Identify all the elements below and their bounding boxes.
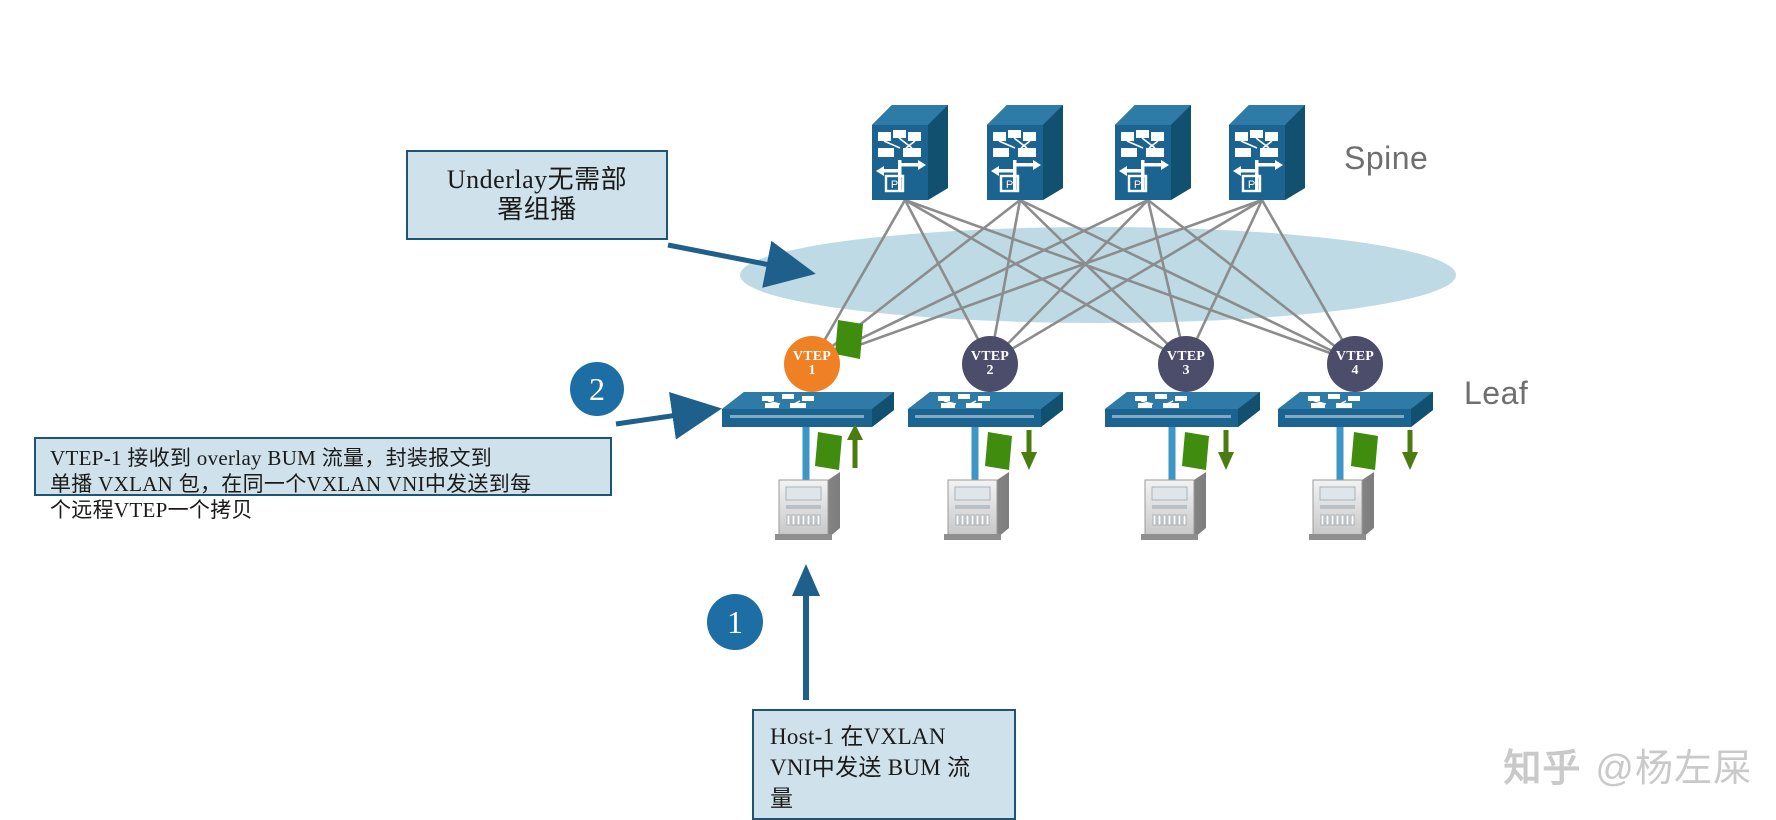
host-server-2[interactable] bbox=[944, 472, 1009, 540]
bum-arrow-leaf4-down bbox=[1402, 430, 1418, 470]
vtep-node-1-number: 1 bbox=[808, 363, 816, 378]
watermark-site: 知乎 bbox=[1503, 748, 1582, 790]
svg-text:P: P bbox=[891, 179, 898, 191]
spine-leaf-links bbox=[810, 198, 1357, 364]
vtep-node-3-title: VTEP bbox=[1166, 348, 1206, 364]
bum-flag-uplink-1 bbox=[835, 320, 863, 359]
bum-arrow-leaf2-down bbox=[1021, 430, 1037, 470]
spine-router-1[interactable]: P bbox=[872, 105, 948, 200]
host-server-4[interactable] bbox=[1309, 472, 1374, 540]
pointer-arrow-host1 bbox=[792, 564, 820, 700]
leaf-switch-3[interactable] bbox=[1105, 392, 1260, 427]
callout-underlay-line-1: Underlay无需部 bbox=[446, 165, 628, 195]
vtep-node-4[interactable]: VTEP 4 bbox=[1327, 336, 1383, 392]
callout-underlay-line-2: 署组播 bbox=[497, 195, 577, 224]
vtep-node-2-number: 2 bbox=[986, 363, 994, 378]
callout-vtep1-line-3: 个远程VTEP一个拷贝 bbox=[50, 498, 253, 522]
callout-vtep1-line-2: 单播 VXLAN 包，在同一个VXLAN VNI中发送到每 bbox=[50, 472, 532, 496]
host-server-1[interactable] bbox=[775, 472, 840, 540]
vtep-node-1-title: VTEP bbox=[792, 348, 832, 364]
callout-underlay-text: Underlay无需部 署组播 bbox=[441, 165, 633, 225]
step-badge-1[interactable]: 1 bbox=[707, 594, 763, 650]
callout-vtep1-line-1: VTEP-1 接收到 overlay BUM 流量，封装报文到 bbox=[50, 446, 493, 470]
host-server-3[interactable] bbox=[1141, 472, 1206, 540]
pointer-arrow-underlay bbox=[667, 240, 816, 288]
vtep-node-2[interactable]: VTEP 2 bbox=[962, 336, 1018, 392]
vtep-node-2-title: VTEP bbox=[970, 348, 1010, 364]
vtep-node-4-title: VTEP bbox=[1335, 348, 1375, 364]
leaf-switch-1[interactable] bbox=[722, 392, 894, 427]
svg-text:P: P bbox=[1006, 179, 1013, 191]
spine-router-4[interactable]: P bbox=[1229, 105, 1305, 200]
vtep-node-4-number: 4 bbox=[1351, 363, 1359, 378]
bum-flag-host-4 bbox=[1351, 432, 1378, 470]
watermark: 知乎 @杨左屎 bbox=[1503, 737, 1752, 792]
step-badge-2[interactable]: 2 bbox=[570, 362, 624, 416]
leaf-plane-label: Leaf bbox=[1464, 375, 1529, 411]
spine-plane-label: Spine bbox=[1344, 140, 1429, 176]
pointer-arrow-vtep1 bbox=[615, 392, 722, 440]
callout-host1-line-2: VNI中发送 BUM 流 bbox=[770, 755, 971, 780]
callout-underlay-multicast[interactable]: Underlay无需部 署组播 bbox=[406, 150, 668, 240]
watermark-author: @杨左屎 bbox=[1595, 748, 1752, 790]
callout-host1-line-1: Host-1 在VXLAN bbox=[770, 724, 946, 749]
bum-arrow-leaf1-up bbox=[847, 424, 863, 468]
vtep-node-1[interactable]: VTEP 1 bbox=[784, 336, 840, 392]
leaf-switch-4[interactable] bbox=[1278, 392, 1433, 427]
vtep-node-3[interactable]: VTEP 3 bbox=[1158, 336, 1214, 392]
bum-flag-host-2 bbox=[985, 432, 1012, 470]
svg-text:P: P bbox=[1134, 179, 1141, 191]
callout-host1-step[interactable]: Host-1 在VXLAN VNI中发送 BUM 流 量 bbox=[752, 709, 1016, 820]
bum-arrow-leaf3-down bbox=[1218, 430, 1234, 470]
spine-router-3[interactable]: P bbox=[1115, 105, 1191, 200]
leaf-host-links bbox=[802, 426, 1344, 480]
spine-router-2[interactable]: P bbox=[987, 105, 1063, 200]
vtep-node-3-number: 3 bbox=[1182, 363, 1190, 378]
callout-vtep1-step[interactable]: VTEP-1 接收到 overlay BUM 流量，封装报文到 单播 VXLAN… bbox=[34, 437, 612, 522]
bum-flag-host-3 bbox=[1182, 432, 1209, 470]
svg-text:P: P bbox=[1248, 179, 1255, 191]
bum-flag-host-1 bbox=[815, 432, 842, 470]
callout-host1-line-3: 量 bbox=[770, 786, 794, 811]
leaf-switch-2[interactable] bbox=[908, 392, 1063, 427]
